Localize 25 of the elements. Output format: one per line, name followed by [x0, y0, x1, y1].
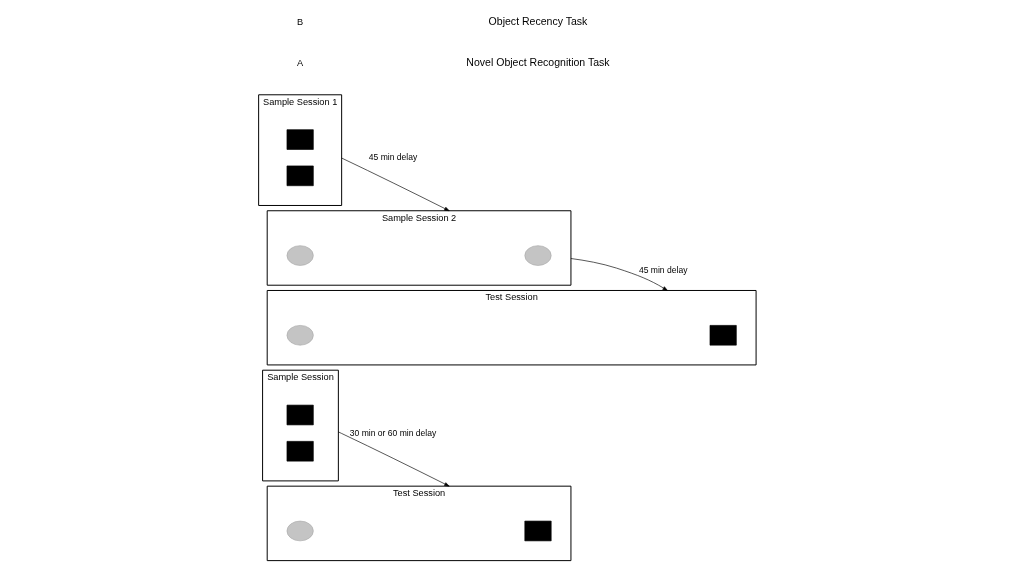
node-box: [524, 520, 551, 542]
node-circle: [524, 245, 551, 266]
node-box: [709, 325, 737, 346]
edge-label: 45 min delay: [368, 152, 417, 163]
node-circle: [286, 325, 314, 346]
cluster: Test Session: [266, 485, 571, 562]
label: B: [296, 17, 303, 28]
cluster: Sample Session 2: [266, 210, 571, 286]
cluster: Sample Session: [261, 369, 339, 482]
cluster: Sample Session 1: [257, 94, 342, 206]
arrow: [570, 258, 668, 291]
arrow: [337, 431, 450, 487]
label: A: [296, 57, 303, 68]
node-box: [286, 129, 314, 150]
node-circle: [286, 520, 314, 542]
node-box: [286, 165, 314, 187]
node-box: [286, 404, 314, 426]
cluster: Test Session: [266, 290, 757, 366]
edge-label: 30 min or 60 min delay: [349, 427, 436, 438]
node-box: [286, 441, 314, 462]
arrow: [340, 157, 450, 212]
label: Novel Object Recognition Task: [465, 55, 610, 68]
label: Object Recency Task: [488, 15, 587, 28]
edge-label: 45 min delay: [638, 264, 687, 275]
node-circle: [286, 245, 314, 266]
